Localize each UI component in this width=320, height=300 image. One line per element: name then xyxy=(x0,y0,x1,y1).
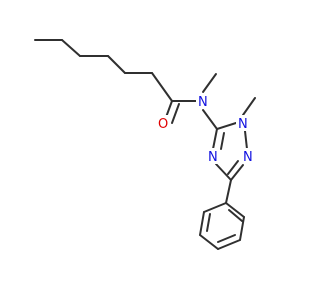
triazole-n2-label: N xyxy=(243,150,253,165)
triazole-n2-bg xyxy=(241,148,255,164)
triazole-n1-bg xyxy=(236,115,250,131)
carbonyl-oxygen-label: O xyxy=(158,117,168,132)
bond-c4-c5 xyxy=(107,55,126,74)
bond-ph-3 xyxy=(217,239,241,250)
bond-ph-1 xyxy=(225,202,245,218)
molecule-canvas: O N N N N xyxy=(34,39,256,250)
triazole-n4-label: N xyxy=(208,150,218,165)
bond-ph-6 xyxy=(203,202,227,213)
amide-nitrogen-bg xyxy=(196,93,210,109)
bond-ph-5-inner xyxy=(206,213,211,232)
bond-n4-c5-b xyxy=(220,132,225,150)
bond-ph-4 xyxy=(199,234,219,250)
carbonyl-oxygen-bg xyxy=(156,115,170,131)
bond-n2-c3 xyxy=(230,164,244,181)
bond-c6-c7 xyxy=(151,72,173,102)
bond-amide-n-methyl xyxy=(202,73,217,93)
bond-n4-c5-a xyxy=(212,128,218,150)
bond-c3-phenyl xyxy=(225,179,232,204)
bond-ph-3-inner xyxy=(217,234,236,243)
bond-c5-n1 xyxy=(216,122,237,130)
bond-c2-c3 xyxy=(61,39,81,57)
bond-ph-2 xyxy=(239,216,245,241)
bond-n1-n2 xyxy=(244,130,248,150)
triazole-n4-bg xyxy=(206,148,220,164)
triazole-n1-label: N xyxy=(238,117,248,132)
bond-ph-1-inner xyxy=(228,209,243,222)
bond-amide-n-c5 xyxy=(202,109,218,130)
amide-nitrogen-label: N xyxy=(198,95,208,110)
bond-n2-c3-double xyxy=(227,160,239,175)
structure-drawing: O N N N N xyxy=(34,39,256,250)
bond-carbonyl-double-b xyxy=(171,103,180,124)
bond-n1-methyl xyxy=(242,97,256,116)
bond-ph-5 xyxy=(199,211,205,236)
bond-c3-n4 xyxy=(215,163,232,181)
